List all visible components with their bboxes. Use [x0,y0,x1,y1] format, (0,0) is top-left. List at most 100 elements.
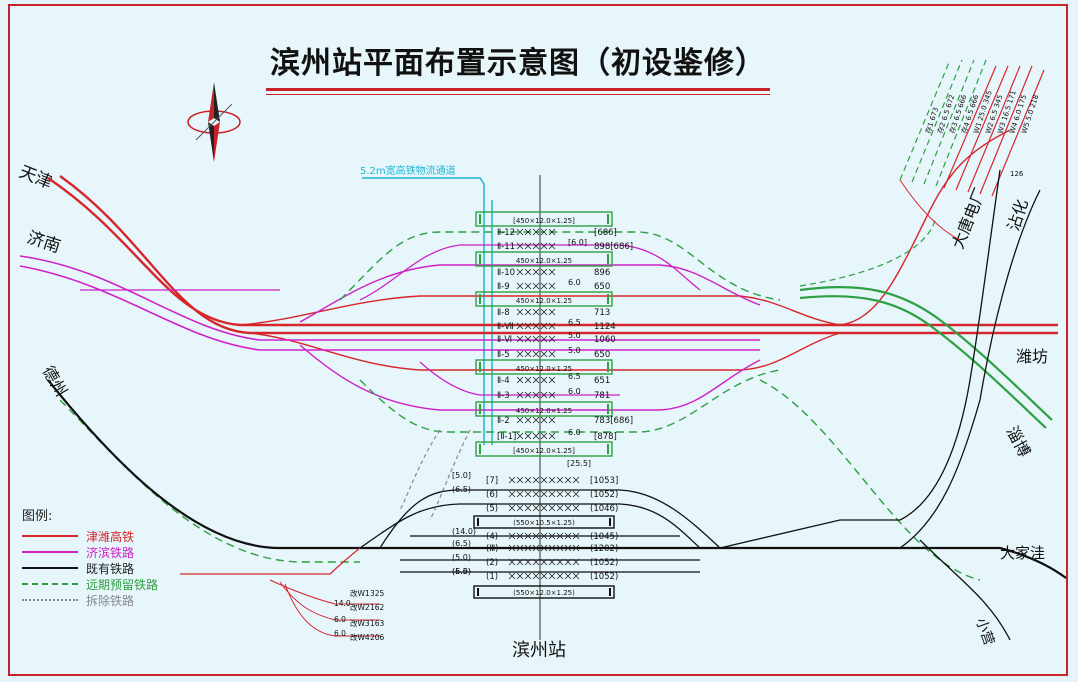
existing-track-spacing: (6.5) [452,485,471,494]
hsr-track-name: Ⅱ-Ⅶ [497,322,514,332]
switch-cross-mark [532,242,540,250]
switch-cross-mark [524,558,532,566]
hsr-siding [249,332,841,371]
existing-track-name: (1) [486,572,498,582]
switch-cross-mark [548,242,556,250]
title-underline [266,88,770,91]
switch-cross-mark [524,282,532,290]
existing-track-length: (1045) [590,532,618,542]
direction-label-datangdian: 大唐电厂 [948,185,990,251]
switch-cross-mark [540,416,548,424]
legend-swatch [22,583,78,585]
legend-item-label: 津潍高铁 [86,529,135,544]
switch-cross-mark [532,350,540,358]
jibin-siding [299,264,761,323]
hsr-track-name: [Ⅱ-1] [497,432,516,442]
direction-label-zibo: 淄博 [1002,423,1034,460]
hsr-branch [839,129,1011,326]
existing-platform [473,515,615,529]
legend-item-label: 济滨铁路 [86,545,135,560]
hsr-track-name: Ⅱ-10 [497,268,515,278]
switch-cross-mark [540,391,548,399]
hsr-connector [899,179,961,241]
hsr-platform [475,251,613,267]
switch-cross-mark [516,391,524,399]
existing-track-length: [1053] [590,476,618,486]
switch-cross-mark [516,490,524,498]
left-siding [279,581,380,621]
switch-cross-mark [564,504,572,512]
existing-track-length: (1202) [590,544,618,554]
existing-track-spacing: [5.0] [452,471,471,480]
channel-label: 5.2m宽高铁物流通道 [360,164,456,177]
hsr-track-length: 898[686] [594,242,633,252]
switch-cross-mark [548,558,556,566]
switch-cross-mark [508,490,516,498]
switch-cross-mark [564,532,572,540]
hsr-track-spacing: 6.0 [568,278,581,287]
hsr-track-spacing: 6.0 [568,428,581,437]
removed-track [429,429,471,521]
switch-cross-mark [572,490,580,498]
switch-cross-mark [548,544,556,552]
switch-cross-mark [524,376,532,384]
jibin-siding [359,244,701,301]
switch-cross-mark [508,558,516,566]
future-double-line [799,295,1047,429]
switch-cross-mark [516,268,524,276]
switch-cross-mark [524,532,532,540]
legend-item: 远期预留铁路 [22,576,202,592]
switch-cross-mark [556,544,564,552]
switch-cross-mark [516,504,524,512]
existing-track-spacing: (5.0) [452,553,471,562]
hsr-main-line [59,175,1058,335]
switch-cross-mark [540,504,548,512]
switch-cross-mark [532,476,540,484]
hsr-track-name: Ⅱ-Ⅵ [497,335,512,345]
platform-label: 450×12.0×1.25 [516,257,572,265]
switch-cross-mark [524,476,532,484]
switch-cross-mark [532,308,540,316]
hsr-track-spacing: 5.0 [568,331,581,340]
switch-cross-mark [540,335,548,343]
switch-cross-mark [532,532,540,540]
hsr-track-length: 651 [594,376,610,386]
switch-cross-mark [516,432,524,440]
switch-cross-mark [548,432,556,440]
jibin-siding [299,344,761,411]
hsr-track-name: Ⅱ-8 [497,308,510,318]
platform-label: 450×12.0×1.25 [516,407,572,415]
existing-branch [899,189,1041,549]
legend-swatch [22,567,78,569]
switch-cross-mark [572,544,580,552]
left-siding-length: 162 [370,603,385,612]
station-name-label: 滨州站 [512,640,566,661]
hsr-track-name: Ⅱ-5 [497,350,510,360]
hsr-platform [475,211,613,227]
switch-cross-mark [540,228,548,236]
switch-cross-mark [516,335,524,343]
direction-label-weifang: 潍坊 [1016,347,1048,366]
existing-track-name: [7] [486,476,498,486]
platform-label: 450×12.0×1.25 [516,297,572,305]
existing-track-length: (1052) [590,572,618,582]
switch-cross-mark [548,308,556,316]
existing-track-spacing: (5.0) [452,567,471,576]
switch-cross-mark [508,572,516,580]
switch-cross-mark [516,416,524,424]
existing-siding [359,503,701,549]
hsr-track-spacing: 6.0 [568,387,581,396]
switch-cross-mark [516,558,524,566]
hsr-track-length: 783[686] [594,416,633,426]
switch-cross-mark [524,268,532,276]
switch-cross-mark [540,268,548,276]
switch-cross-mark [540,532,548,540]
existing-branch [719,169,1001,549]
future-storage-siding [899,59,987,187]
hsr-track-spacing: 6.5 [568,372,581,381]
hsr-platform [475,441,613,457]
switch-cross-mark [524,322,532,330]
switch-cross-mark [532,432,540,440]
hsr-main-line [47,177,1058,327]
switch-cross-mark [548,391,556,399]
